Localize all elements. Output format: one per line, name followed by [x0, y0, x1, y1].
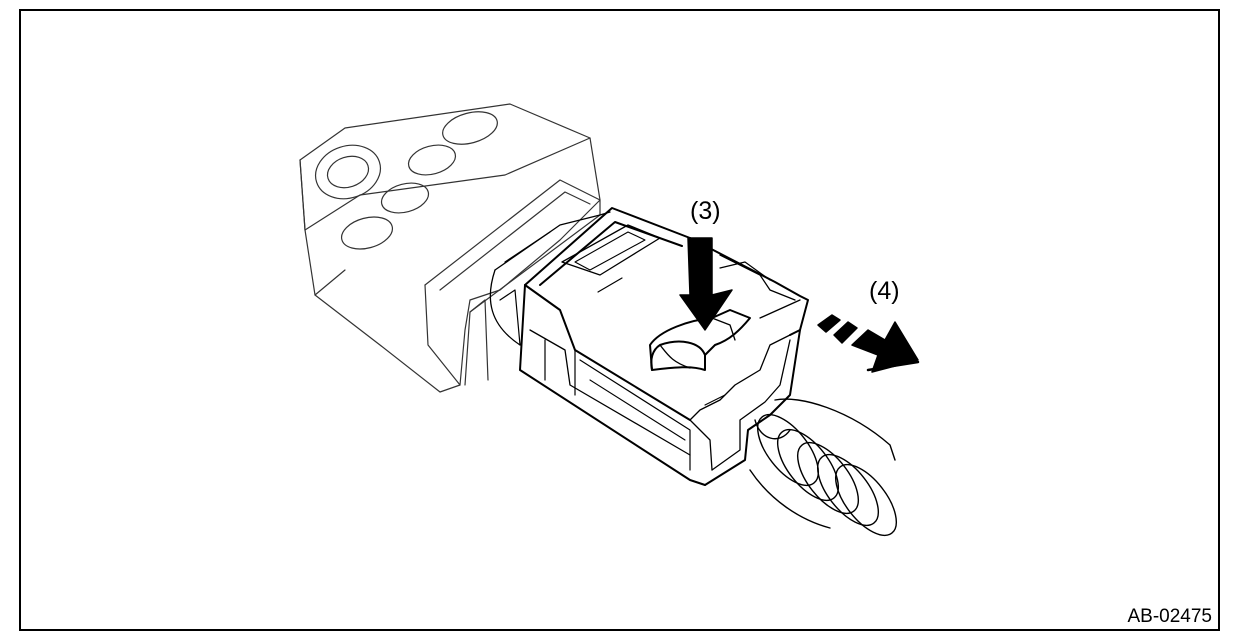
release-tab [649, 309, 751, 371]
callout-pull-direction: (4) [869, 277, 900, 305]
figure-id-label: AB-02475 [1127, 606, 1212, 627]
figure-frame [19, 9, 1220, 631]
down-arrow-icon [679, 237, 733, 331]
harness-tube [749, 398, 897, 537]
callout-release-tab: (3) [690, 197, 721, 225]
right-arrow-icon [817, 314, 920, 373]
sensor-bracket [299, 103, 601, 393]
